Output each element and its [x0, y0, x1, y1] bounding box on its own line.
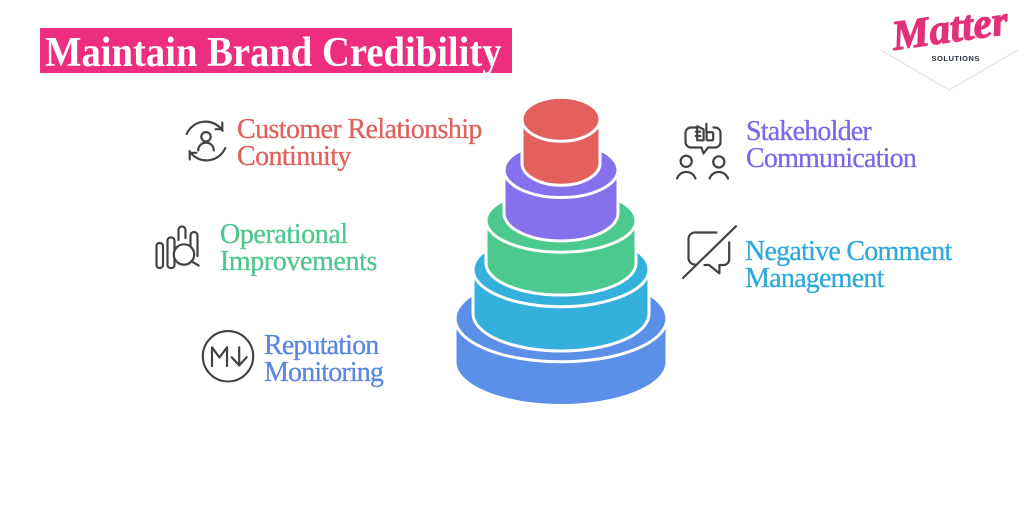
svg-text:SOLUTIONS: SOLUTIONS	[932, 54, 980, 63]
